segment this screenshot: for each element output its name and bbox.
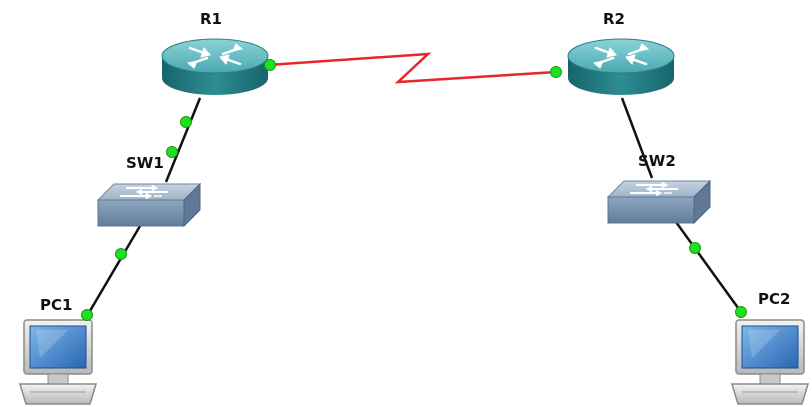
link-r2-sw2[interactable] — [620, 97, 654, 179]
pc-pc2[interactable] — [731, 319, 809, 405]
label-sw1: SW1 — [126, 154, 164, 172]
link-sw2-pc2[interactable] — [674, 221, 743, 313]
link-status-dot — [81, 309, 93, 321]
link-status-dot — [166, 146, 178, 158]
link-sw1-pc1[interactable] — [85, 225, 142, 317]
link-r1-r2-serial[interactable] — [267, 52, 557, 84]
router-r2[interactable] — [566, 38, 676, 97]
label-sw2: SW2 — [638, 152, 676, 170]
pc-pc1[interactable] — [19, 319, 97, 405]
link-status-dot — [264, 59, 276, 71]
label-r1: R1 — [200, 10, 222, 28]
switch-sw2[interactable] — [607, 180, 711, 224]
label-r2: R2 — [603, 10, 625, 28]
label-pc2: PC2 — [758, 290, 790, 308]
link-status-indicators — [81, 59, 747, 321]
switch-sw1[interactable] — [97, 183, 201, 227]
link-r1-sw1[interactable] — [164, 97, 202, 183]
links-layer — [85, 52, 743, 317]
link-status-dot — [550, 66, 562, 78]
link-status-dot — [180, 116, 192, 128]
link-status-dot — [689, 242, 701, 254]
router-r1[interactable] — [160, 38, 270, 97]
link-status-dot — [735, 306, 747, 318]
label-pc1: PC1 — [40, 296, 72, 314]
link-status-dot — [115, 248, 127, 260]
